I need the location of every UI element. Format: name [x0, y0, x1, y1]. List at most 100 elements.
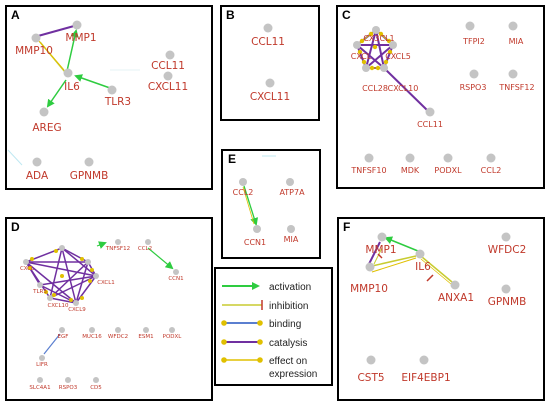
label-ccl2: CCL2	[481, 166, 502, 175]
node-ccl11	[425, 107, 435, 117]
label-cxcl9: CXCL9	[68, 307, 86, 313]
node-ccl11	[263, 23, 273, 33]
node-cxcl10	[47, 295, 53, 301]
cluster-edges-d	[25, 247, 97, 304]
node-cd5	[93, 377, 99, 383]
node-atp7a	[286, 178, 294, 186]
label-anxa1: ANXA1	[438, 292, 474, 304]
panel-e: E CCL2 ATP7A CCN1 MIA	[221, 149, 321, 259]
label-areg: AREG	[32, 122, 61, 134]
label-rspo3: RSPO3	[460, 83, 487, 92]
label-ccl11: CCL11	[417, 120, 443, 129]
label-mdk: MDK	[401, 166, 420, 175]
node-cxcl10	[380, 64, 388, 72]
panel-c-letter: C	[342, 8, 351, 22]
legend: activation inhibition binding catalysis …	[214, 267, 333, 386]
node-eif4ebp1	[419, 355, 429, 365]
edge-mmp10-il6	[37, 39, 65, 71]
node-tfpi2	[465, 21, 475, 31]
node-areg	[39, 107, 49, 117]
label-mia: MIA	[284, 235, 299, 244]
node-cxcl5	[389, 41, 397, 49]
label-mmp1: MMP1	[65, 32, 96, 44]
label-tnfsf10: TNFSF10	[350, 166, 386, 175]
label-cd5: CD5	[90, 385, 102, 391]
label-muc16: MUC16	[82, 334, 102, 340]
label-egf: EGF	[58, 334, 69, 340]
edge-il6-mmp10	[371, 255, 417, 267]
legend-expression-label-1: effect on	[269, 356, 307, 367]
node-cx3cl1	[372, 26, 380, 34]
edge-il6-areg	[46, 79, 67, 108]
legend-binding-label: binding	[269, 319, 301, 330]
label-ccl11: CCL11	[151, 60, 185, 72]
label-tlr3: TLR3	[104, 96, 131, 108]
panel-d-letter: D	[11, 220, 20, 234]
node-mmp1	[377, 232, 387, 242]
label-cxcl: CXCL	[20, 266, 35, 272]
node-cxcl11	[163, 71, 173, 81]
legend-expression-label-2: expression	[269, 369, 317, 380]
node-ccl2	[239, 178, 247, 186]
label-eif4ebp1: EIF4EBP1	[401, 372, 450, 384]
label-ccl2: CCL2	[233, 188, 254, 197]
label-il6: IL6	[415, 261, 431, 273]
edge-mmp10-il6-exp	[371, 257, 417, 273]
node-il6	[415, 249, 425, 259]
legend-activation-label: activation	[269, 282, 311, 293]
node-wfdc2	[115, 327, 121, 333]
label-cxcl5: CXCL5	[385, 52, 411, 61]
node-ccl2	[145, 239, 151, 245]
edge-ccl2-ccn1-exp	[242, 186, 255, 225]
label-mia: MIA	[509, 37, 524, 46]
node-cxcl1	[93, 273, 99, 279]
node-tlr3	[107, 85, 117, 95]
label-il6: IL6	[64, 81, 80, 93]
label-gpnmb: GPNMB	[70, 170, 109, 182]
node-mia	[287, 225, 295, 233]
node-podxl	[169, 327, 175, 333]
panel-f: F MMP1 MMP10 IL6 ANXA1 WFDC2 GPNMB CST5 …	[337, 217, 545, 401]
label-ccl11: CCL11	[251, 36, 285, 48]
label-podxl: PODXL	[163, 334, 183, 340]
label-wfdc2: WFDC2	[488, 244, 527, 256]
node-tnfsf10	[364, 153, 374, 163]
node-d-cluster-a	[59, 245, 65, 251]
node-muc16	[89, 327, 95, 333]
label-ada: ADA	[26, 170, 49, 182]
label-esm1: ESM1	[138, 334, 153, 340]
edge-tlr3-il6	[74, 74, 111, 89]
cluster-markers-d	[28, 249, 94, 302]
label-atp7a: ATP7A	[279, 188, 305, 197]
label-cxcl11: CXCL11	[148, 81, 188, 93]
node-gpnmb	[84, 157, 94, 167]
panel-c: C	[336, 5, 545, 189]
edge-il6-mmp1	[66, 29, 79, 72]
label-podxl: PODXL	[434, 166, 462, 175]
label-mmp10: MMP10	[350, 283, 388, 295]
node-egf	[59, 327, 65, 333]
edge-tnfsf12-cxcl	[96, 241, 107, 249]
panel-b-letter: B	[226, 8, 235, 22]
panel-d: D	[5, 217, 213, 401]
node-mmp10	[365, 262, 375, 272]
label-ccl28: CCL28	[362, 84, 388, 93]
node-tnfsf12	[508, 69, 518, 79]
node-mmp10	[31, 33, 41, 43]
node-ccl2	[486, 153, 496, 163]
label-mmp1: MMP1	[365, 244, 396, 256]
node-mia	[508, 21, 518, 31]
node-cxcl	[23, 259, 29, 265]
node-ccn1	[253, 225, 261, 233]
edge-egf-lifr	[43, 333, 61, 355]
label-cxcl10: CXCL10	[388, 84, 419, 93]
label-cxcl1: CXCL1	[97, 280, 115, 286]
panel-f-letter: F	[343, 220, 350, 234]
edge-il6-anxa1-exp	[420, 258, 452, 285]
node-cxcl	[353, 41, 361, 49]
node-wfdc2	[501, 232, 511, 242]
label-cxcl10: CXCL10	[47, 303, 69, 309]
panel-a: A MMP1 MMP10 CCL11 IL6 CXCL11 TLR3 AREG …	[5, 5, 213, 190]
node-rspo3	[469, 69, 479, 79]
